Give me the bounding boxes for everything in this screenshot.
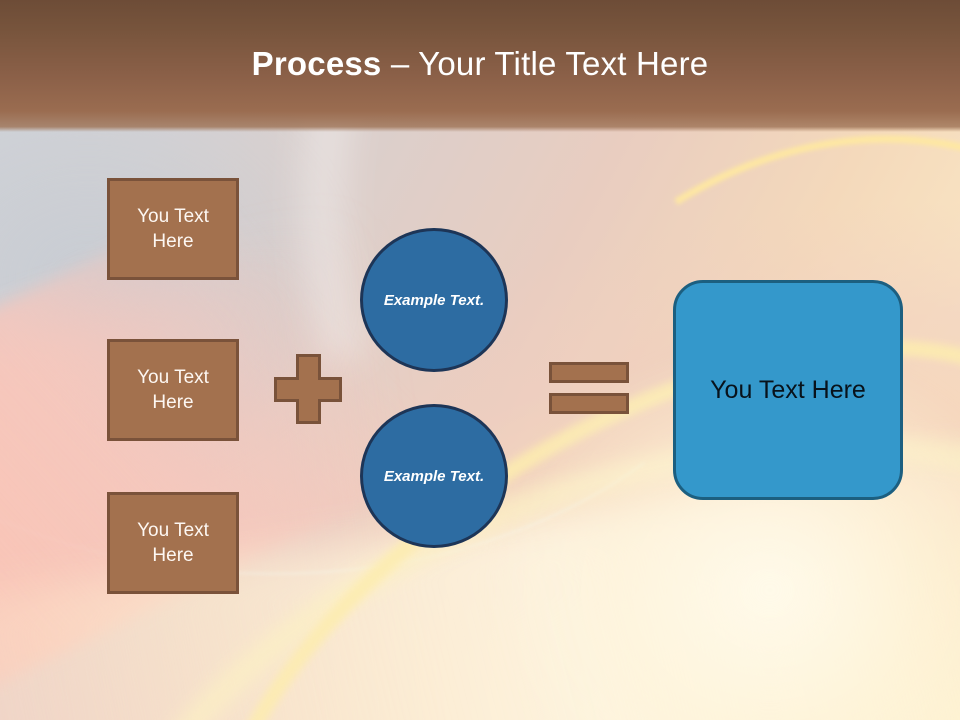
equals-sign-icon: [549, 362, 629, 414]
result-box-label: You Text Here: [710, 375, 866, 404]
input-box-1[interactable]: You Text Here: [107, 178, 239, 280]
example-circle-1[interactable]: Example Text.: [360, 228, 508, 372]
input-box-1-label: You Text Here: [137, 206, 209, 252]
example-circle-2[interactable]: Example Text.: [360, 404, 508, 548]
plus-sign-icon: [274, 354, 342, 424]
example-circle-2-label: Example Text.: [383, 467, 485, 485]
result-box[interactable]: You Text Here: [673, 280, 903, 500]
input-box-2[interactable]: You Text Here: [107, 339, 239, 441]
input-box-3-label: You Text Here: [137, 520, 209, 566]
input-box-3[interactable]: You Text Here: [107, 492, 239, 594]
page-title-rest: – Your Title Text Here: [381, 45, 709, 82]
equals-bottom-bar: [549, 393, 629, 414]
title-bar: Process – Your Title Text Here: [0, 0, 960, 132]
equals-top-bar: [549, 362, 629, 383]
plus-inner-fill-vertical: [299, 357, 318, 421]
input-box-2-label: You Text Here: [137, 367, 209, 413]
page-title-emphasis: Process: [251, 45, 382, 82]
page-title: Process – Your Title Text Here: [0, 44, 960, 84]
example-circle-1-label: Example Text.: [383, 291, 485, 309]
